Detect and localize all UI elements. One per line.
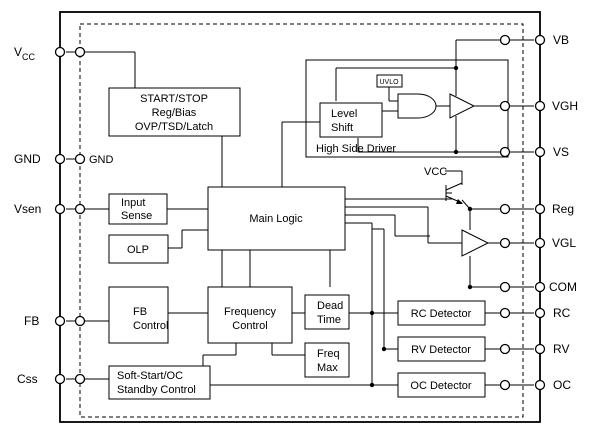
oc-pin-inner	[499, 379, 511, 391]
and-gate	[397, 93, 437, 119]
uvlo-block: UVLO	[376, 74, 403, 88]
frequency-control-label-2: Control	[232, 320, 267, 332]
input-sense-block: Input Sense	[108, 193, 168, 225]
high-side-buffer	[449, 93, 476, 119]
soft-start-block: Soft-Start/OC Standby Control	[108, 365, 211, 400]
rv-pin-label: RV	[553, 342, 569, 356]
olp-label: OLP	[127, 244, 149, 256]
com-pin-label: COM	[549, 280, 577, 294]
vsen-pin-inner	[74, 203, 86, 215]
level-shift-label-1: Level	[331, 108, 357, 120]
frequency-control-block: Frequency Control	[207, 286, 293, 344]
olp-block: OLP	[108, 234, 169, 264]
vs-pin-label: VS	[553, 145, 569, 159]
css-pin-label: Css	[17, 372, 38, 386]
oc-pin	[534, 379, 546, 391]
rc-detector-label: RC Detector	[411, 308, 472, 320]
freq-max-label-2: Max	[317, 362, 338, 374]
soft-start-label-2: Standby Control	[117, 384, 196, 396]
left-pins	[54, 46, 86, 385]
com-pin-inner	[499, 281, 511, 293]
rc-pin	[534, 307, 546, 319]
vsen-pin	[54, 203, 66, 215]
vcc-transistor-label: VCC	[424, 166, 447, 178]
fb-control-label-1: FB	[133, 306, 147, 318]
vb-pin	[534, 34, 546, 46]
vcc-pin	[54, 46, 66, 58]
com-pin	[534, 281, 546, 293]
vgh-pin	[534, 100, 546, 112]
vgl-pin-label: VGL	[552, 236, 576, 250]
oc-pin-label: OC	[553, 378, 571, 392]
rv-detector-label: RV Detector	[411, 344, 471, 356]
vcc-pin-inner	[74, 46, 86, 58]
vb-pin-inner	[499, 34, 511, 46]
fb-pin-inner	[74, 315, 86, 327]
junction-dots	[369, 65, 473, 388]
fb-pin-label: FB	[24, 314, 39, 328]
die-boundary	[79, 23, 524, 418]
uvlo-label: UVLO	[379, 79, 399, 86]
fb-control-label-2: Control	[133, 320, 168, 332]
right-pins	[499, 34, 546, 391]
low-side-buffer	[461, 229, 490, 257]
vs-pin-inner	[499, 146, 511, 158]
vgl-pin-inner	[499, 237, 511, 249]
input-sense-label-1: Input	[121, 197, 145, 209]
soft-start-label-1: Soft-Start/OC	[117, 370, 183, 382]
gnd-inner-label: GND	[89, 154, 114, 166]
input-sense-label-2: Sense	[121, 210, 152, 222]
vsen-pin-label: Vsen	[14, 202, 41, 216]
chip-outline	[59, 11, 541, 423]
gnd-pin-label: GND	[14, 152, 41, 166]
vgh-pin-label: VGH	[552, 99, 578, 113]
oc-detector-block: OC Detector	[397, 372, 486, 398]
reg-bias-label: Reg/Bias	[152, 107, 197, 119]
freq-max-block: Freq Max	[304, 342, 350, 378]
level-shift-block: Level Shift	[319, 102, 383, 138]
rc-pin-inner	[499, 307, 511, 319]
reg-pin	[534, 203, 546, 215]
high-side-driver-label: High Side Driver	[316, 143, 396, 155]
freq-max-label-1: Freq	[317, 348, 340, 360]
rv-pin-inner	[499, 343, 511, 355]
dead-time-block: Dead Time	[304, 294, 350, 330]
rv-detector-block: RV Detector	[397, 336, 486, 362]
rv-pin	[534, 343, 546, 355]
reg-pin-label: Reg	[552, 202, 574, 216]
fb-control-block: FB Control	[108, 286, 169, 344]
main-logic-block: Main Logic	[207, 186, 346, 251]
vgl-pin	[534, 237, 546, 249]
main-logic-label: Main Logic	[249, 213, 303, 225]
oc-detector-label: OC Detector	[410, 380, 471, 392]
level-shift-label-2: Shift	[331, 122, 353, 134]
css-pin-inner	[74, 373, 86, 385]
regulator-transistor	[445, 182, 463, 204]
ovp-tsd-latch-label: OVP/TSD/Latch	[135, 121, 213, 133]
vs-pin	[534, 146, 546, 158]
vgh-pin-inner	[499, 100, 511, 112]
rc-pin-label: RC	[553, 306, 571, 320]
rc-detector-block: RC Detector	[397, 300, 486, 326]
vb-pin-label: VB	[553, 33, 569, 47]
start-stop-block: START/STOP Reg/Bias OVP/TSD/Latch	[108, 87, 241, 137]
frequency-control-label-1: Frequency	[224, 306, 276, 318]
gnd-pin-inner	[74, 153, 86, 165]
css-pin	[54, 373, 66, 385]
fb-pin	[54, 315, 66, 327]
reg-pin-inner	[499, 203, 511, 215]
gnd-pin	[54, 153, 66, 165]
vcc-pin-label: VCC	[14, 45, 36, 62]
dead-time-label-2: Time	[317, 314, 341, 326]
dead-time-label-1: Dead	[317, 300, 343, 312]
start-stop-label: START/STOP	[140, 93, 208, 105]
